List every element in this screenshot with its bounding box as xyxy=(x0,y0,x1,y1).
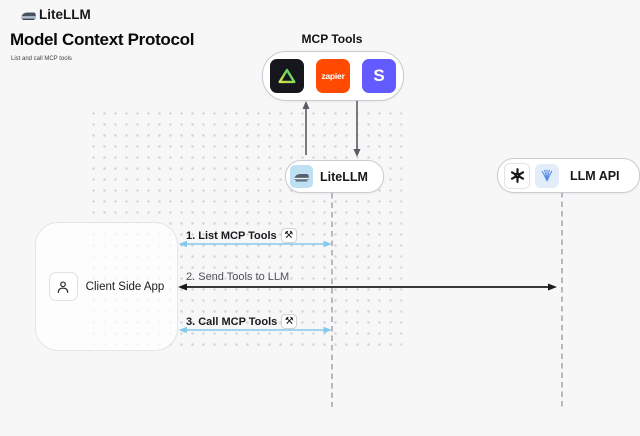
page-subtitle: List and call MCP tools xyxy=(11,56,72,62)
litellm-logo-icon xyxy=(21,12,36,20)
litellm-node-label: LiteLLM xyxy=(320,169,368,184)
stripe-letter: S xyxy=(373,66,385,85)
litellm-train-icon xyxy=(290,165,313,188)
stripe-icon: S xyxy=(362,59,396,93)
message-1: 1. List MCP Tools ⚒ xyxy=(186,228,297,243)
message-3: 3. Call MCP Tools ⚒ xyxy=(186,314,298,329)
tools-badge-icon: ⚒ xyxy=(281,314,298,329)
llm-provider-icon xyxy=(535,163,559,188)
client-node-label: Client Side App xyxy=(85,280,165,293)
zapier-icon: zapier xyxy=(316,59,350,93)
message-2: 2. Send Tools to LLM xyxy=(186,271,289,283)
triangle-tool-icon xyxy=(270,59,304,93)
zapier-wordmark: zapier xyxy=(321,71,345,81)
litellm-node: LiteLLM xyxy=(285,160,384,193)
page-title: Model Context Protocol xyxy=(10,30,195,49)
mcp-tools-container: zapier S xyxy=(262,51,404,101)
msg2-arrow-head-right xyxy=(548,283,557,291)
message-1-label: 1. List MCP Tools xyxy=(186,229,277,242)
openai-icon xyxy=(504,162,530,189)
message-3-label: 3. Call MCP Tools xyxy=(186,315,278,328)
llm-api-node-label: LLM API xyxy=(570,168,620,183)
user-icon xyxy=(48,272,78,301)
llm-api-node: LLM API xyxy=(497,158,640,193)
client-side-app-node: Client Side App xyxy=(35,222,178,351)
mcp-tools-label: MCP Tools xyxy=(301,32,363,46)
message-2-label: 2. Send Tools to LLM xyxy=(186,271,290,283)
brand-name: LiteLLM xyxy=(39,7,91,22)
tools-badge-icon: ⚒ xyxy=(280,228,297,243)
